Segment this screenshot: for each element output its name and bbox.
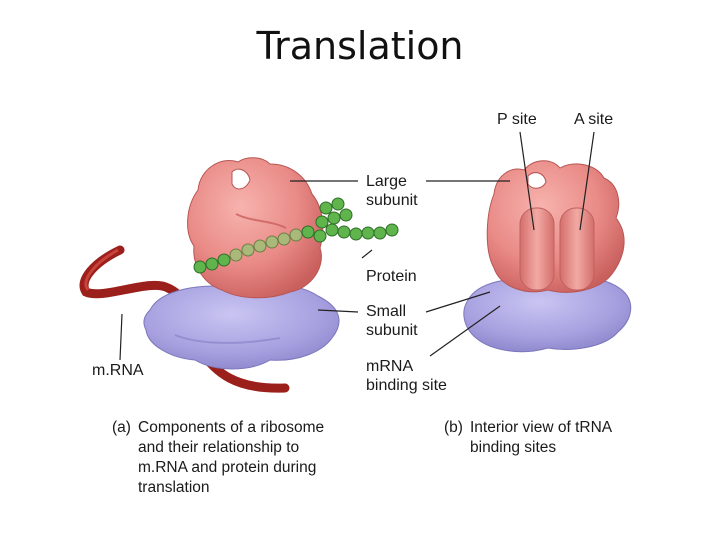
label-large-subunit-line2: subunit <box>366 192 418 209</box>
label-small-subunit-line1: Small <box>366 303 407 320</box>
label-mrna-binding-site-line1: mRNA <box>366 358 414 375</box>
label-mrna-binding-site-line2: binding site <box>366 377 447 394</box>
caption-a-line: translation <box>138 479 210 496</box>
caption-a: (a) Components of a ribosome and their re… <box>112 418 392 498</box>
large-subunit-left <box>187 157 324 299</box>
label-protein: Protein <box>366 268 417 285</box>
caption-b-line: Interior view of tRNA <box>470 419 613 436</box>
caption-b-tag: (b) <box>444 419 463 436</box>
caption-a-line: m.RNA and protein during <box>138 459 317 476</box>
small-subunit-left <box>143 284 340 370</box>
label-mrna: m.RNA <box>92 362 144 379</box>
caption-b: (b) Interior view of tRNA binding sites <box>444 418 704 458</box>
leader-lines-right <box>425 131 595 357</box>
caption-a-line: and their relationship to <box>138 439 300 456</box>
label-small-subunit-line2: subunit <box>366 322 418 339</box>
caption-a-line: Components of a ribosome <box>138 419 325 436</box>
protein-chain <box>193 197 399 274</box>
label-a-site: A site <box>574 111 614 128</box>
caption-b-line: binding sites <box>470 439 557 456</box>
label-p-site: P site <box>497 111 537 128</box>
leader-lines-left <box>119 180 373 361</box>
slide-title: Translation <box>256 24 464 68</box>
trna-binding-channels <box>519 207 595 291</box>
caption-a-tag: (a) <box>112 419 131 436</box>
label-large-subunit-line1: Large <box>366 173 407 190</box>
